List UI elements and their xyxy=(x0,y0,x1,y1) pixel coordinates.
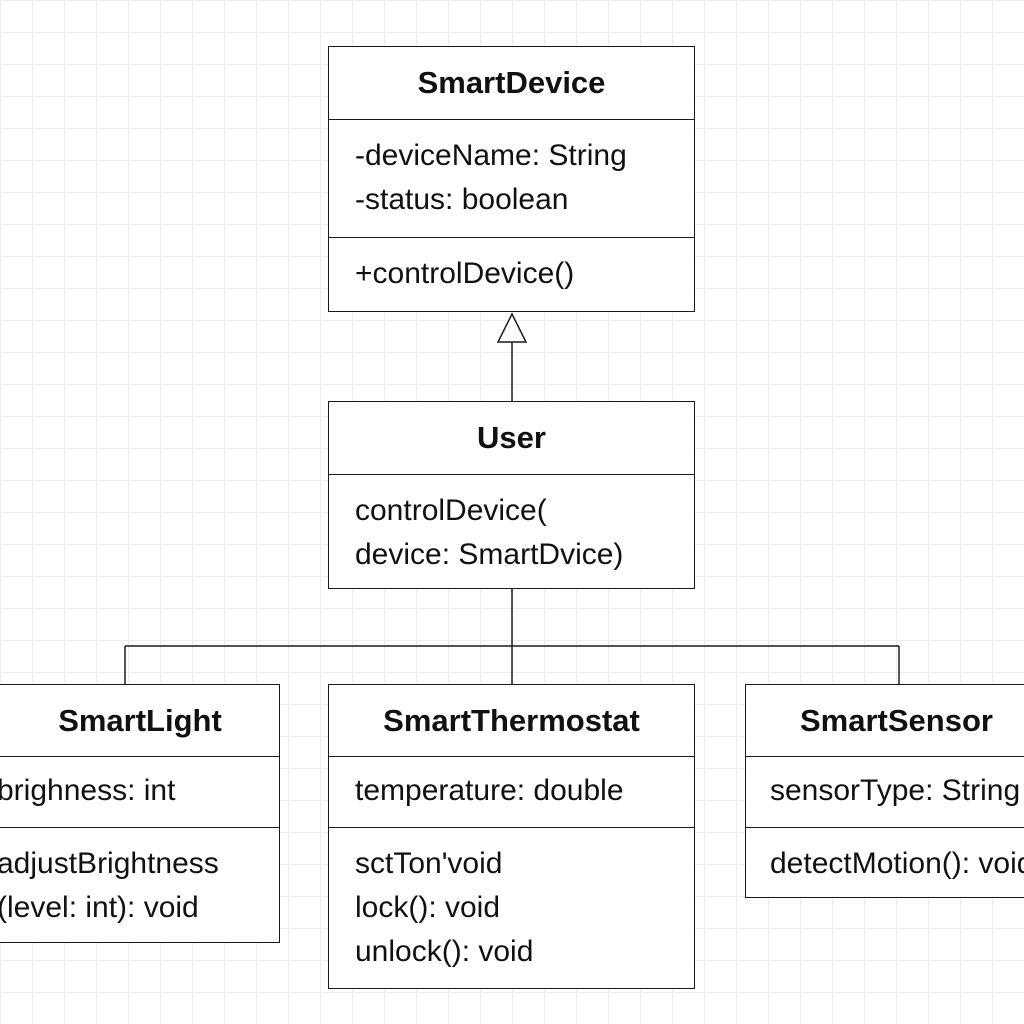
method-line: controlDevice( xyxy=(355,494,547,527)
attributes-section: sensorType: String xyxy=(746,757,1024,828)
method-line: (level: int): void xyxy=(0,891,199,924)
method-lock: lock(): void xyxy=(355,891,501,924)
class-smartlight[interactable]: SmartLight brighness: int adjustBrightne… xyxy=(0,684,280,943)
attributes-section: brighness: int xyxy=(0,757,279,828)
attributes-section: temperature: double xyxy=(329,757,694,828)
class-smartthermostat[interactable]: SmartThermostat temperature: double sctT… xyxy=(328,684,695,989)
class-smartdevice[interactable]: SmartDevice -deviceName: String -status:… xyxy=(328,46,695,312)
method-detectmotion: detectMotion(): void xyxy=(770,847,1024,880)
attribute-brighness: brighness: int xyxy=(0,774,176,807)
class-name: SmartSensor xyxy=(746,685,1024,757)
inheritance-arrowhead xyxy=(496,312,528,343)
class-name: User xyxy=(329,402,694,475)
methods-section: adjustBrightness (level: int): void xyxy=(0,828,279,930)
attributes-section: -deviceName: String -status: boolean xyxy=(329,120,694,238)
attribute-temperature: temperature: double xyxy=(355,774,624,807)
class-user[interactable]: User controlDevice( device: SmartDvice) xyxy=(328,401,695,589)
attribute-status: -status: boolean xyxy=(355,183,569,216)
methods-section: controlDevice( device: SmartDvice) xyxy=(329,475,694,577)
method-line: adjustBrightness xyxy=(0,847,219,880)
class-name: SmartThermostat xyxy=(329,685,694,757)
method-unlock: unlock(): void xyxy=(355,935,534,968)
attribute-sensortype: sensorType: String xyxy=(770,774,1021,807)
method-line: device: SmartDvice) xyxy=(355,538,624,571)
class-smartsensor[interactable]: SmartSensor sensorType: String detectMot… xyxy=(745,684,1024,898)
method-controldevice: +controlDevice() xyxy=(355,257,575,290)
class-name: SmartDevice xyxy=(329,47,694,120)
methods-section: +controlDevice() xyxy=(329,238,694,296)
methods-section: sctTon'void lock(): void unlock(): void xyxy=(329,828,694,974)
attribute-devicename: -deviceName: String xyxy=(355,139,627,172)
methods-section: detectMotion(): void xyxy=(746,828,1024,886)
class-name: SmartLight xyxy=(0,685,279,757)
method-line: sctTon'void xyxy=(355,847,503,880)
